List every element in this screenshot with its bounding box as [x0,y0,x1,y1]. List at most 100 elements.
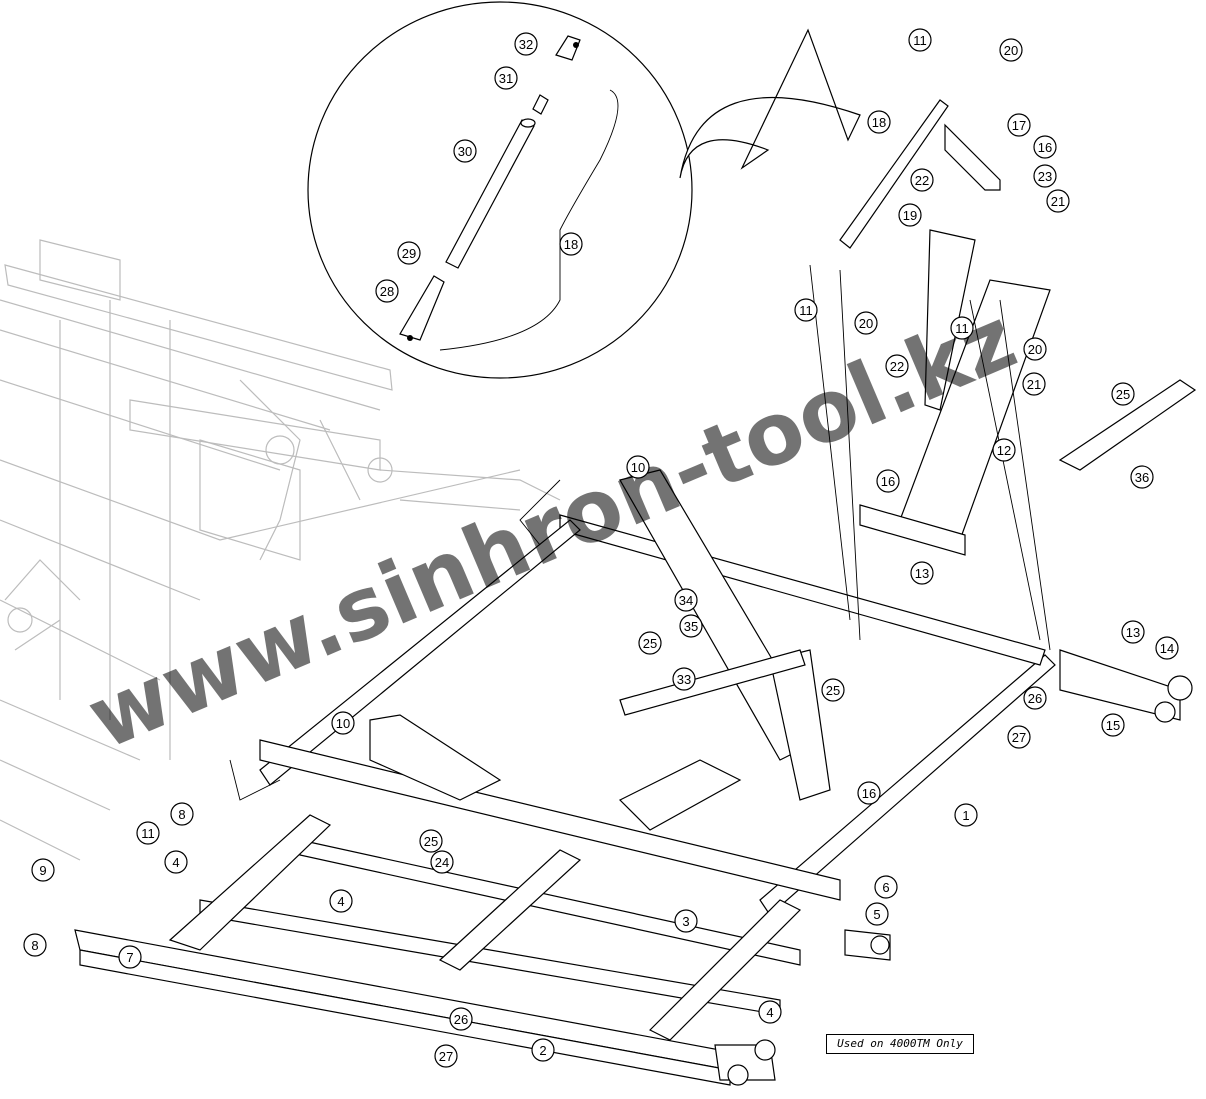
callout-balloon [164,850,188,874]
callout-balloon [626,455,650,479]
callout-balloon [1130,465,1154,489]
callout-8: 8 [23,933,47,957]
callout-number: 5 [873,907,880,922]
callout-balloon [638,631,662,655]
callout-balloon [170,802,194,826]
callout-number: 18 [564,237,578,252]
callout-36: 36 [1130,465,1154,489]
callout-22: 22 [885,354,909,378]
callout-number: 21 [1027,377,1041,392]
callout-1: 1 [954,803,978,827]
callout-balloon [898,203,922,227]
callout-15: 15 [1101,713,1125,737]
callout-number: 2 [539,1043,546,1058]
callout-balloon [908,28,932,52]
callout-34: 34 [674,588,698,612]
callout-balloon [1022,372,1046,396]
callout-number: 27 [439,1049,453,1064]
callout-balloon [430,850,454,874]
callout-number: 29 [402,246,416,261]
callout-7: 7 [118,945,142,969]
callout-balloon [1111,382,1135,406]
callout-16: 16 [876,469,900,493]
callout-number: 11 [955,321,969,336]
callout-number: 13 [1126,625,1140,640]
callout-number: 4 [172,855,179,870]
callout-17: 17 [1007,113,1031,137]
callout-9: 9 [31,858,55,882]
callout-25: 25 [1111,382,1135,406]
callout-balloon [1121,620,1145,644]
callout-number: 33 [677,672,691,687]
callout-balloon [674,909,698,933]
callout-number: 16 [862,786,876,801]
callout-22: 22 [910,168,934,192]
callout-number: 16 [881,474,895,489]
callout-number: 1 [962,808,969,823]
callout-number: 19 [903,208,917,223]
callout-33: 33 [672,667,696,691]
callout-balloon [397,241,421,265]
callout-number: 17 [1012,118,1026,133]
callout-25: 25 [419,829,443,853]
callout-number: 18 [872,115,886,130]
callout-balloon [857,781,881,805]
callout-32: 32 [514,32,538,56]
callout-balloon [758,1000,782,1024]
callout-number: 22 [890,359,904,374]
callout-number: 34 [679,593,693,608]
callout-balloon [1101,713,1125,737]
callout-balloon [910,168,934,192]
callout-balloon [136,821,160,845]
callout-balloon [1155,636,1179,660]
callout-13: 13 [910,561,934,585]
callout-balloon [329,889,353,913]
callout-balloon [1046,189,1070,213]
callout-number: 30 [458,144,472,159]
callout-21: 21 [1022,372,1046,396]
callout-number: 23 [1038,169,1052,184]
callout-number: 25 [424,834,438,849]
callout-29: 29 [397,241,421,265]
callout-balloon [434,1044,458,1068]
callout-4: 4 [164,850,188,874]
callout-number: 4 [766,1005,773,1020]
callout-number: 27 [1012,730,1026,745]
callout-balloon [375,279,399,303]
callout-number: 16 [1038,140,1052,155]
callout-11: 11 [950,316,974,340]
callout-24: 24 [430,850,454,874]
callout-balloon [867,110,891,134]
callout-number: 20 [859,316,873,331]
callout-balloon [854,311,878,335]
callout-20: 20 [1023,337,1047,361]
callout-number: 32 [519,37,533,52]
callout-number: 20 [1004,43,1018,58]
callout-balloon [1023,686,1047,710]
callout-balloon [514,32,538,56]
callout-balloon [1007,725,1031,749]
callout-4: 4 [329,889,353,913]
callout-balloon [531,1038,555,1062]
detail-circle [307,1,693,379]
callout-number: 9 [39,863,46,878]
callout-balloon [1007,113,1031,137]
callout-number: 11 [141,826,155,841]
callout-27: 27 [434,1044,458,1068]
callout-number: 35 [684,619,698,634]
callout-number: 15 [1106,718,1120,733]
callout-balloon [674,588,698,612]
callout-balloon [118,945,142,969]
callout-number: 11 [799,303,813,318]
callout-balloon [1033,135,1057,159]
callout-balloon [874,875,898,899]
callout-number: 25 [643,636,657,651]
callout-20: 20 [999,38,1023,62]
note-box: Used on 4000TM Only [826,1034,974,1054]
callout-28: 28 [375,279,399,303]
callout-number: 22 [915,173,929,188]
callout-number: 4 [337,894,344,909]
callout-30: 30 [453,139,477,163]
callout-4: 4 [758,1000,782,1024]
